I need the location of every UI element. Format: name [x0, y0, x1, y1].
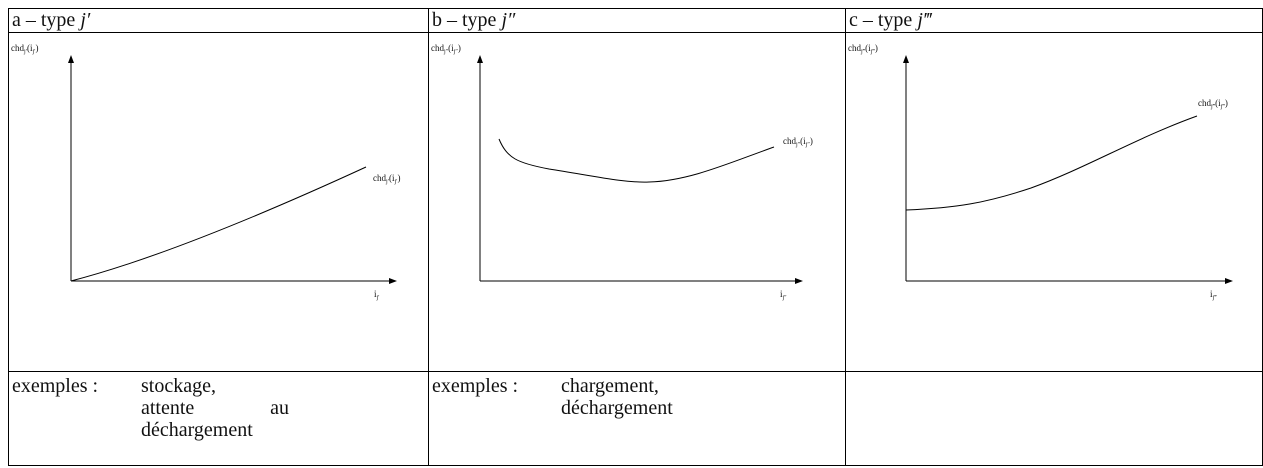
panel-b-y-label: chdj″(ij″) — [431, 43, 461, 55]
header-row: a – type j′ b – type j″ c – type j‴ — [8, 8, 1263, 33]
panel-b-title: b – type j″ — [428, 8, 846, 33]
panel-a-x-label: ij′ — [374, 289, 380, 301]
panel-a-example-line3: déchargement — [141, 419, 253, 441]
panel-b-title-var: j″ — [501, 9, 516, 31]
panel-a-example-line2-word2: au — [270, 397, 289, 419]
panel-b-plot: chdj″(ij″) chdj″(ij″) ij″ — [428, 32, 846, 372]
panel-c-title-var: j‴ — [917, 9, 932, 31]
panel-b-examples-label: exemples : — [432, 375, 519, 397]
panel-c-graph: chdj‴(ij‴) chdj‴(ij‴) ij‴ — [848, 43, 1233, 301]
panel-a-title-var: j′ — [80, 9, 91, 31]
panel-a-curve — [70, 166, 367, 282]
panel-b-y-arrow — [477, 55, 483, 63]
panel-b-curve — [498, 138, 775, 183]
panel-b-example-line1: chargement, — [561, 375, 659, 397]
panel-c-x-label: ij‴ — [1210, 289, 1217, 301]
panel-b-title-prefix: b – type — [432, 9, 502, 31]
figure-table: a – type j′ b – type j″ c – type j‴ chdj… — [8, 8, 1263, 466]
plot-row: chdj′(ij′) chdj′(ij′) ij′ chdj″(ij″) chd… — [8, 32, 1263, 372]
panel-a-title: a – type j′ — [8, 8, 429, 33]
panel-a-x-arrow — [389, 278, 397, 284]
panel-b-example-line2: déchargement — [561, 397, 673, 419]
panel-b-curve-label: chdj″(ij″) — [783, 136, 813, 148]
panel-a-title-prefix: a – type — [12, 9, 81, 31]
panel-a-examples-text: stockage, attente au déchargement — [141, 375, 289, 441]
panel-b-examples: exemples : chargement, déchargement — [428, 371, 846, 466]
panel-c-plot: chdj‴(ij‴) chdj‴(ij‴) ij‴ — [845, 32, 1263, 372]
panel-a-y-arrow — [68, 55, 74, 63]
panel-a-examples: exemples : stockage, attente au déchargem… — [8, 371, 429, 466]
panel-a-examples-label: exemples : — [12, 375, 99, 397]
panel-a-graph: chdj′(ij′) chdj′(ij′) ij′ — [11, 43, 400, 301]
panel-c-examples — [845, 371, 1263, 466]
panel-c-y-arrow — [903, 55, 909, 63]
panel-b-examples-text: chargement, déchargement — [561, 375, 709, 419]
panel-a-plot: chdj′(ij′) chdj′(ij′) ij′ — [8, 32, 429, 372]
panel-a-example-line2: attente au — [141, 397, 289, 419]
panel-c-title: c – type j‴ — [845, 8, 1263, 33]
examples-row: exemples : stockage, attente au déchargem… — [8, 371, 1263, 466]
panel-a-example-line1: stockage, — [141, 375, 216, 397]
panel-a-example-line2-word1: attente — [141, 397, 195, 419]
panel-c-curve — [905, 115, 1198, 211]
panel-a-curve-label: chdj′(ij′) — [373, 173, 400, 185]
panel-c-title-prefix: c – type — [849, 9, 918, 31]
panel-c-y-label: chdj‴(ij‴) — [848, 43, 878, 55]
panel-a-y-label: chdj′(ij′) — [11, 43, 38, 55]
panel-c-curve-label: chdj‴(ij‴) — [1198, 98, 1228, 110]
panel-b-graph: chdj″(ij″) chdj″(ij″) ij″ — [431, 43, 813, 301]
panel-c-x-arrow — [1225, 278, 1233, 284]
panel-b-x-label: ij″ — [780, 289, 787, 301]
panel-b-x-arrow — [795, 278, 803, 284]
